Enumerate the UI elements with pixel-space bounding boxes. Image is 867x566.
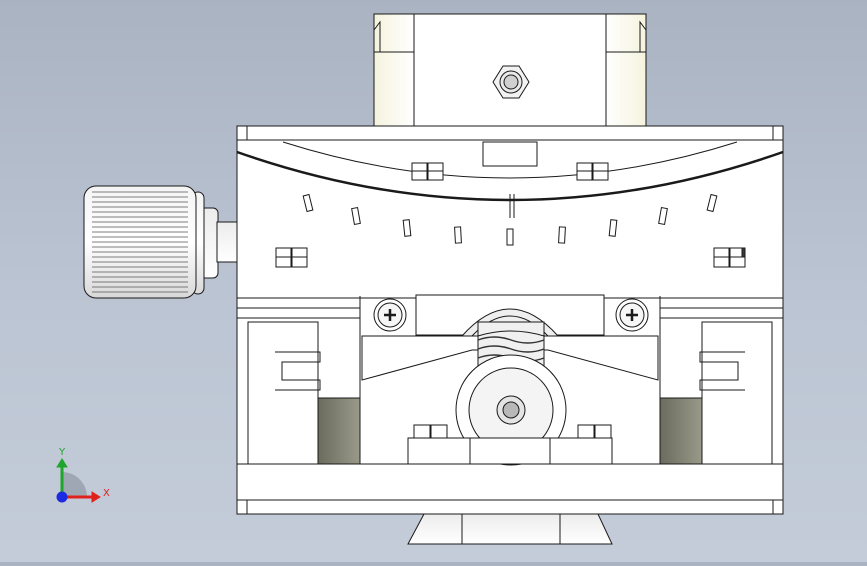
scale-tick — [302, 193, 314, 213]
scale-tick — [506, 228, 514, 246]
scale-tick — [558, 226, 566, 244]
support-block — [407, 424, 613, 465]
scale-tick — [402, 219, 412, 237]
screw-right — [615, 298, 649, 332]
carriage-right — [659, 296, 783, 465]
scale-tick — [608, 219, 618, 237]
hex-nut-top — [492, 65, 530, 99]
adjustment-knob[interactable] — [83, 185, 238, 299]
x-axis-label: X — [103, 488, 110, 499]
z-axis-dot — [56, 491, 68, 503]
worm-thread — [477, 336, 545, 344]
scale-tick — [454, 226, 462, 244]
worm-thread — [477, 345, 545, 353]
center-index-mark — [482, 141, 538, 218]
y-axis-label: Y — [58, 447, 66, 458]
carriage-left — [237, 296, 361, 465]
bottom-mount — [407, 513, 613, 545]
screw-left — [373, 298, 407, 332]
nut-pair-upper-right — [576, 162, 609, 181]
nut-pair-lower-right — [713, 247, 746, 268]
coordinate-triad: X Y — [56, 447, 110, 503]
scale-tick — [658, 207, 668, 225]
scale-tick — [351, 207, 361, 225]
nut-pair-lower-left — [275, 247, 308, 268]
scale-tick — [706, 193, 718, 213]
scale-ticks — [302, 193, 718, 246]
nut-pair-upper-left — [411, 162, 444, 181]
